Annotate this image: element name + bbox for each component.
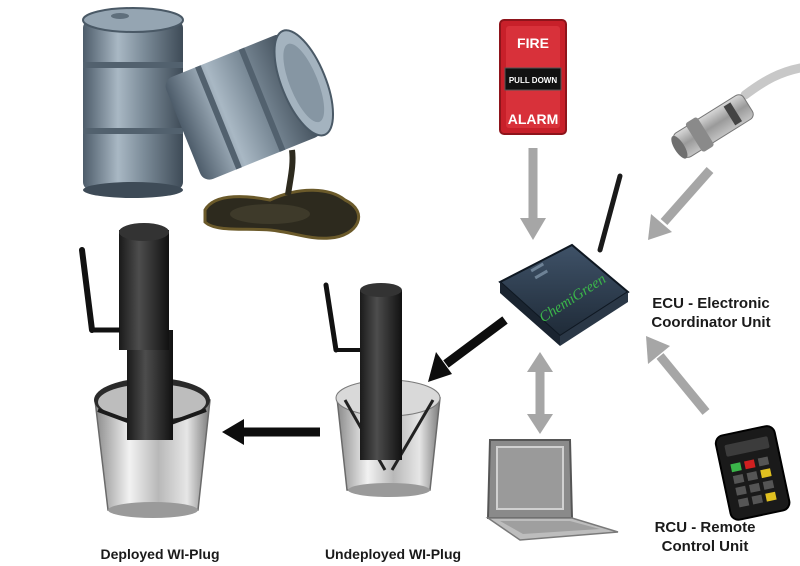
pull-down-handle <box>504 67 562 91</box>
flow-arrows <box>222 148 714 445</box>
arrow-ecu-to-undeployed-plug <box>428 316 508 382</box>
oil-barrels-image <box>82 7 361 240</box>
undeployed-plug-antenna <box>323 282 339 353</box>
undeployed-plug-label: Undeployed WI-Plug <box>324 546 462 562</box>
deployed-wi-plug-image <box>79 223 211 518</box>
fire-alarm-image: FIRE PULL DOWN ALARM <box>499 19 567 135</box>
ecu-label-line2: Coordinator Unit <box>651 314 771 331</box>
ecu-label-line1: ECU - Electronic <box>652 295 770 312</box>
fire-alarm-bottom-text: ALARM <box>508 111 559 127</box>
rcu-label-line2: Control Unit <box>661 538 749 555</box>
arrow-sensor-to-ecu <box>648 167 714 240</box>
laptop-image <box>485 439 619 541</box>
rcu-label: RCU - Remote Control Unit <box>640 518 770 556</box>
rcu-label-line1: RCU - Remote <box>654 519 756 536</box>
arrow-fire-alarm-to-ecu <box>520 148 546 240</box>
arrow-ecu-laptop-bidirectional <box>527 352 553 434</box>
upright-barrel <box>82 7 184 198</box>
proximity-sensor-image <box>671 63 800 159</box>
fire-alarm-middle-text: PULL DOWN <box>509 76 558 85</box>
tipped-barrel <box>165 29 335 180</box>
arrow-rcu-to-ecu <box>646 336 710 415</box>
undeployed-wi-plug-image <box>323 282 441 497</box>
fire-alarm-top-text: FIRE <box>517 35 549 51</box>
deployed-plug-label: Deployed WI-Plug <box>100 546 220 562</box>
ecu-antenna <box>597 173 623 253</box>
ecu-device-image: ChemiGreen <box>498 173 630 346</box>
arrow-undeployed-to-deployed <box>222 419 320 445</box>
deployed-plug-antenna <box>79 247 95 333</box>
rcu-remote-image <box>714 425 791 521</box>
ecu-label: ECU - Electronic Coordinator Unit <box>636 294 786 332</box>
